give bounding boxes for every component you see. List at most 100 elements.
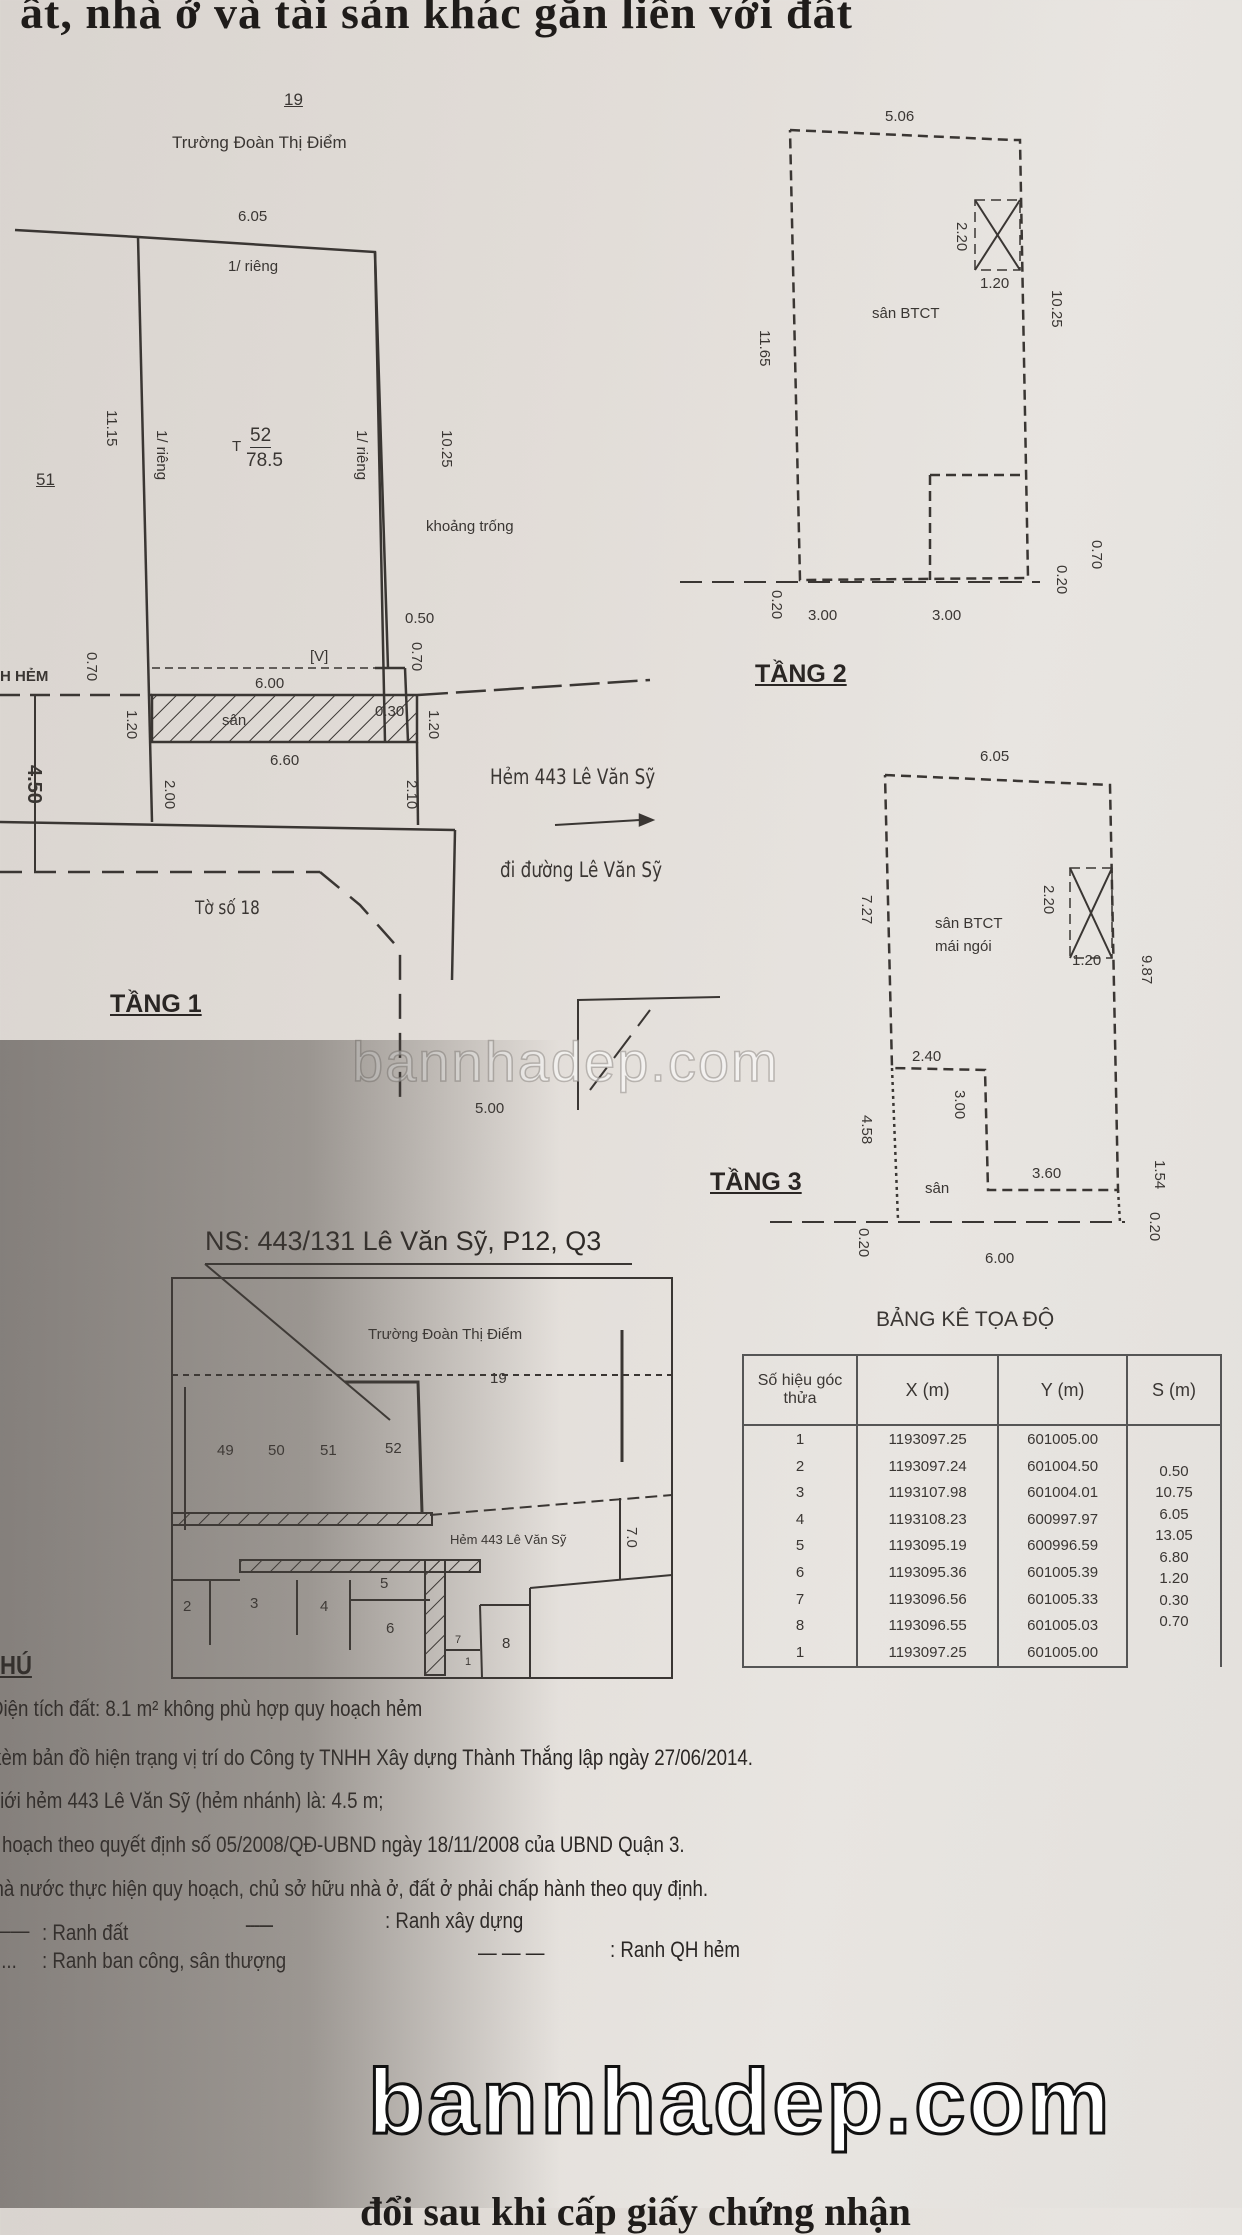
t3-top-width: 6.05 [980, 748, 1010, 765]
legend-label: : Ranh đất [42, 1920, 129, 1945]
tang3-void-x [1069, 867, 1113, 959]
t3-dim-154: 1.54 [1151, 1160, 1168, 1190]
lot-number: 52 [250, 425, 272, 448]
dim-right-length: 10.25 [438, 430, 455, 468]
map-lot: 7 [455, 1634, 462, 1646]
cell-id: 1 [742, 1638, 858, 1669]
cell-x: 1193097.25 [855, 1425, 1000, 1453]
left-wall-label: 1/ riêng [153, 430, 170, 481]
t2-top-width: 5.06 [885, 108, 915, 125]
right-wall-label: 1/ riêng [353, 430, 370, 481]
cell-y: 601005.00 [997, 1638, 1128, 1669]
side-length: 0.50 [1159, 1462, 1189, 1480]
t3-void-height: 2.20 [1040, 885, 1057, 915]
notes-heading: HÚ [0, 1650, 32, 1680]
t3-dim-020-left: 0.20 [855, 1228, 872, 1258]
legend-symbol: —— [0, 1918, 30, 1943]
location-map-title: NS: 443/131 Lê Văn Sỹ, P12, Q3 [205, 1226, 602, 1256]
t2-left-length: 11.65 [756, 330, 773, 367]
map-school-lot: 19 [490, 1370, 507, 1387]
tang2-void-x [974, 199, 1021, 271]
dim-left-length: 11.15 [103, 410, 120, 447]
map-alley-width: 7.0 [623, 1527, 640, 1548]
dim-070-left: 0.70 [83, 652, 100, 682]
cell-y: 601005.03 [997, 1612, 1128, 1639]
map-lot: 1 [465, 1656, 472, 1668]
t3-left-upper: 7.27 [858, 895, 875, 925]
cell-y: 601005.39 [997, 1559, 1128, 1586]
t3-dim-020-right: 0.20 [1146, 1212, 1163, 1242]
lot-area: 78.5 [246, 450, 283, 471]
dim-200: 2.00 [161, 780, 178, 810]
bottom-cut-text: đổi sau khi cấp giấy chứng nhận [360, 2189, 911, 2234]
t2-right-length: 10.25 [1048, 290, 1065, 328]
lot-prefix: T [232, 438, 242, 455]
center-watermark: bannhadep.com [351, 1029, 780, 1094]
cell-id: 8 [742, 1612, 858, 1639]
t2-bottom-right: 3.00 [932, 607, 962, 624]
cell-id: 5 [742, 1532, 858, 1560]
dim-120-left: 1.20 [123, 710, 140, 740]
map-school-label: Trường Đoàn Thị Điểm [368, 1326, 523, 1343]
t3-floor-type: sân BTCT [935, 915, 1003, 932]
document-title: ất, nhà ở và tài sản khác gắn liền với đ… [20, 0, 853, 38]
t3-left-lower: 4.58 [858, 1115, 875, 1145]
dim-alley-width: 4.50 [23, 765, 45, 804]
side-length: 13.05 [1155, 1527, 1193, 1544]
cell-x: 1193107.98 [855, 1479, 1000, 1507]
map-lot: 5 [380, 1575, 389, 1592]
t2-dim-020-right: 0.20 [1053, 565, 1070, 595]
cell-id: 4 [742, 1506, 858, 1533]
map-lot: 8 [502, 1635, 511, 1652]
direction-label: đi đường Lê Văn Sỹ [500, 858, 663, 882]
marker-v: [V] [310, 648, 329, 665]
cell-x: 1193108.23 [855, 1506, 1000, 1533]
t2-floor-type: sân BTCT [872, 305, 940, 322]
top-wall-label: 1/ riêng [228, 258, 279, 275]
cell-y: 601004.50 [997, 1452, 1128, 1480]
map-lot: 50 [268, 1442, 285, 1459]
dim-120-right: 1.20 [425, 710, 442, 740]
note-line: Diện tích đất: 8.1 m² không phù hợp quy … [0, 1696, 423, 1721]
cell-x: 1193096.56 [855, 1585, 1000, 1613]
cell-y: 601005.00 [997, 1425, 1128, 1453]
dim-030: 0.30 [375, 703, 405, 720]
note-line: hoạch theo quyết định số 05/2008/QĐ-UBND… [2, 1832, 685, 1857]
map-lot: 4 [320, 1598, 329, 1615]
header-corner-id: Số hiệu góc thửa [742, 1354, 858, 1426]
neighbor-lot-number: 19 [284, 90, 303, 109]
cell-id: 2 [742, 1452, 858, 1480]
legend-symbol: — — — [478, 1940, 545, 1965]
tang2-plan [680, 128, 1040, 583]
t3-notch-height: 3.00 [951, 1090, 968, 1120]
legend-label: : Ranh ban công, sân thượng [42, 1948, 287, 1973]
cell-x: 1193095.36 [855, 1559, 1000, 1586]
map-lot: 3 [250, 1595, 259, 1612]
cell-y: 601004.01 [997, 1479, 1128, 1507]
dim-front-width: 6.60 [270, 752, 300, 769]
tang1-label: TẦNG 1 [110, 990, 202, 1018]
bottom-watermark: bannhadep.com [366, 2050, 1113, 2155]
open-space-label: khoảng trống [426, 518, 514, 535]
header-x: X (m) [855, 1354, 1000, 1426]
t2-dim-020-left: 0.20 [768, 590, 785, 620]
cell-id: 6 [742, 1559, 858, 1586]
dim-floor-width: 6.00 [255, 675, 285, 692]
t2-void-width: 1.20 [980, 275, 1010, 292]
alley-boundary-label: H HẺM [0, 668, 49, 685]
legend-symbol: ------ [245, 1912, 274, 1937]
t3-roof-type: mái ngói [935, 938, 992, 955]
cell-y: 601005.33 [997, 1585, 1128, 1613]
side-length: 0.70 [1159, 1613, 1189, 1630]
note-line: kèm bản đồ hiện trạng vị trí do Công ty … [0, 1745, 754, 1770]
t2-bottom-left: 3.00 [808, 607, 838, 624]
dim-210: 2.10 [403, 780, 420, 810]
